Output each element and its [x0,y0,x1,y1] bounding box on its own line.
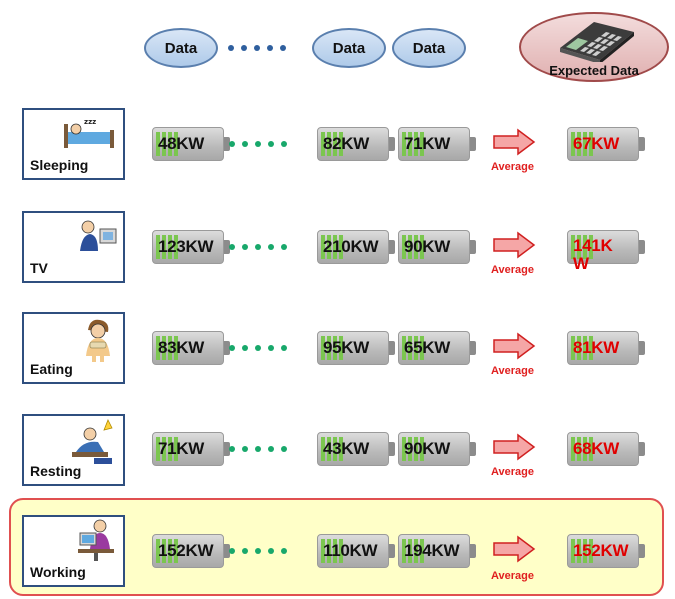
ellipsis-dots [229,345,287,351]
battery-cell: 83KW [152,331,230,365]
tv-icon [80,220,117,251]
right-arrow-icon [493,332,536,360]
battery-value: 210KW [323,237,379,256]
battery-value: 82KW [323,134,370,153]
activity-box-resting: Resting [22,414,125,486]
right-arrow-icon [493,231,536,259]
data-header-2-label: Data [332,39,366,57]
average-label: Average [491,161,535,173]
battery-value: 83KW [158,338,205,357]
battery-cell: 48KW [152,127,230,161]
average-label: Average [491,466,535,478]
data-header-3: Data [392,28,466,68]
battery-value: 90KW [404,439,451,458]
activity-label-resting: Resting [30,463,82,479]
expected-battery-cell: 141KW [567,230,645,273]
activity-label-tv: TV [30,260,48,276]
battery-cell: 210KW [317,230,395,264]
activity-box-eating: Eating [22,312,125,384]
data-header-2: Data [312,28,386,68]
activity-label-eating: Eating [30,361,73,377]
expected-battery-cell: 67KW [567,127,645,161]
expected-value: 67KW [573,134,620,153]
battery-value: 194KW [404,541,460,560]
battery-cell: 152KW [152,534,230,568]
battery-value: 71KW [404,134,451,153]
right-arrow-icon [493,433,536,461]
right-arrow-icon [493,128,536,156]
expected-data-header: Expected Data [519,12,669,82]
battery-value: 65KW [404,338,451,357]
svg-text:zzz: zzz [84,118,96,126]
battery-cell: 82KW [317,127,395,161]
average-label: Average [491,264,535,276]
data-header-3-label: Data [412,39,446,57]
expected-value: 68KW [573,439,620,458]
average-label: Average [491,570,535,582]
ellipsis-dots [229,446,287,452]
expected-value: 152KW [573,541,629,560]
ellipsis-dots [229,141,287,147]
battery-cell: 123KW [152,230,230,264]
expected-value: 81KW [573,338,620,357]
battery-cell: 90KW [398,432,476,466]
right-arrow-icon [493,535,536,563]
working-icon [78,519,114,561]
battery-value: 123KW [158,237,214,256]
activity-label-working: Working [30,564,86,580]
data-header-1: Data [144,28,218,68]
battery-cell: 110KW [317,534,395,568]
resting-icon [72,419,113,464]
ellipsis-dots [229,548,287,554]
eating-icon [86,319,110,362]
expected-data-label: Expected Data [549,63,639,78]
battery-value: 95KW [323,338,370,357]
battery-cell: 95KW [317,331,395,365]
battery-value: 90KW [404,237,451,256]
battery-cell: 194KW [398,534,476,568]
average-label: Average [491,365,535,377]
activity-box-working: Working [22,515,125,587]
battery-cell: 71KW [398,127,476,161]
activity-box-sleeping: zzz Sleeping [22,108,125,180]
activity-label-sleeping: Sleeping [30,157,89,173]
header-ellipsis-dots [228,45,286,51]
activity-box-tv: TV [22,211,125,283]
battery-value: 43KW [323,439,370,458]
expected-battery-cell: 68KW [567,432,645,466]
sleeping-icon: zzz [64,118,114,148]
expected-battery-cell: 152KW [567,534,645,568]
battery-cell: 65KW [398,331,476,365]
battery-cell: 90KW [398,230,476,264]
battery-value: 71KW [158,439,205,458]
calculator-icon [560,22,634,62]
expected-value: 141KW [573,236,613,273]
data-header-1-label: Data [164,39,198,57]
expected-battery-cell: 81KW [567,331,645,365]
battery-cell: 43KW [317,432,395,466]
battery-value: 152KW [158,541,214,560]
battery-value: 110KW [323,541,378,560]
ellipsis-dots [229,244,287,250]
battery-cell: 71KW [152,432,230,466]
battery-value: 48KW [158,134,205,153]
